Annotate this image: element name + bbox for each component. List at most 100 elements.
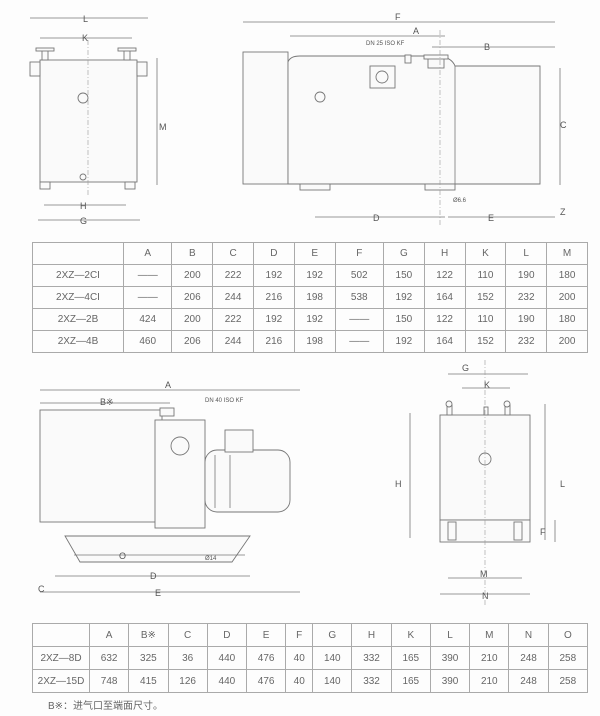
value-cell: 40 [285,646,314,670]
value-cell: 180 [546,308,588,331]
value-cell: 244 [212,286,254,309]
value-cell: 140 [312,646,353,670]
value-cell: 258 [547,669,589,693]
header-cell: D [206,623,248,647]
dim-label-D: D [373,213,380,223]
dim-label-M2: M [480,569,488,579]
dim-label-K2: K [484,380,490,390]
value-cell: 36 [167,646,208,670]
model-cell: 2XZ—15D [32,669,90,693]
value-cell: 476 [245,669,287,693]
value-cell: 190 [505,308,548,331]
value-cell: 232 [505,286,548,309]
header-cell: F [285,623,314,647]
value-cell: 232 [505,330,548,353]
value-cell: 150 [382,308,425,331]
dim-label-B-star: B※ [100,397,114,407]
value-cell: 164 [423,330,466,353]
value-cell: 200 [171,308,214,331]
value-cell: 632 [88,646,130,670]
value-cell: 152 [464,330,507,353]
value-cell: 192 [382,286,425,309]
header-cell: H [351,623,392,647]
value-cell: 110 [464,264,507,287]
hole-label-6-6: Ø6.6 [453,198,467,204]
value-cell: 110 [464,308,507,331]
value-cell: 258 [547,646,589,670]
dim-label-A: A [413,26,419,36]
value-cell: 206 [171,286,214,309]
value-cell: 244 [212,330,254,353]
value-cell: 210 [469,669,510,693]
value-cell: —— [334,330,384,353]
dim-label-K: K [82,33,88,43]
value-cell: 40 [285,669,314,693]
value-cell: —— [122,264,173,287]
dim-label-Z: Z [560,207,566,217]
value-cell: 424 [122,308,173,331]
value-cell: 190 [505,264,548,287]
dim-label-H2: H [395,479,402,489]
value-cell: 140 [312,669,353,693]
header-cell [32,242,124,265]
header-cell: K [390,623,431,647]
value-cell: —— [122,286,173,309]
value-cell: 248 [508,646,549,670]
dim-label-C: C [560,120,567,130]
drawing1-side-view: L K M H G [29,14,167,226]
value-cell: 332 [351,669,392,693]
model-cell: 2XZ—2CI [32,264,124,287]
value-cell: 748 [88,669,130,693]
value-cell: 216 [252,330,295,353]
header-cell: K [464,242,507,265]
dim-label-L: L [83,14,88,24]
hole-label-14: Ø14 [205,556,217,562]
value-cell: 502 [334,264,384,287]
header-cell: M [546,242,588,265]
header-cell: C [212,242,254,265]
value-cell: 165 [390,646,431,670]
value-cell: 325 [128,646,169,670]
value-cell: 122 [423,264,466,287]
value-cell: 165 [390,669,431,693]
header-cell: F [334,242,384,265]
value-cell: 222 [212,264,254,287]
value-cell: 198 [293,330,336,353]
model-cell: 2XZ—4CI [32,286,124,309]
dim-label-E: E [488,213,494,223]
dim-label-E2: E [155,588,161,598]
drawing1-front-view: F A DN 25 ISO KF B C Z D E Ø6.6 [242,12,567,225]
header-cell: L [505,242,548,265]
header-cell: G [312,623,353,647]
value-cell: 192 [293,308,336,331]
value-cell: 192 [252,264,295,287]
value-cell: 122 [423,308,466,331]
value-cell: 476 [245,646,287,670]
value-cell: 192 [252,308,295,331]
header-cell: H [423,242,466,265]
drawing2-front-view: A B※ DN 40 ISO KF O D C E Ø14 [38,380,300,598]
header-cell: G [382,242,425,265]
header-cell [32,623,90,647]
model-cell: 2XZ—2B [32,308,124,331]
model-cell: 2XZ—8D [32,646,90,670]
header-cell: C [167,623,208,647]
value-cell: 440 [206,646,248,670]
dim-label-G: G [80,216,87,226]
dim-label-G2: G [462,363,469,373]
footnote: B※：进气口至端面尺寸。 [48,701,164,712]
value-cell: 390 [429,646,471,670]
header-cell: A [88,623,130,647]
value-cell: 198 [293,286,336,309]
value-cell: 126 [167,669,208,693]
value-cell: 216 [252,286,295,309]
